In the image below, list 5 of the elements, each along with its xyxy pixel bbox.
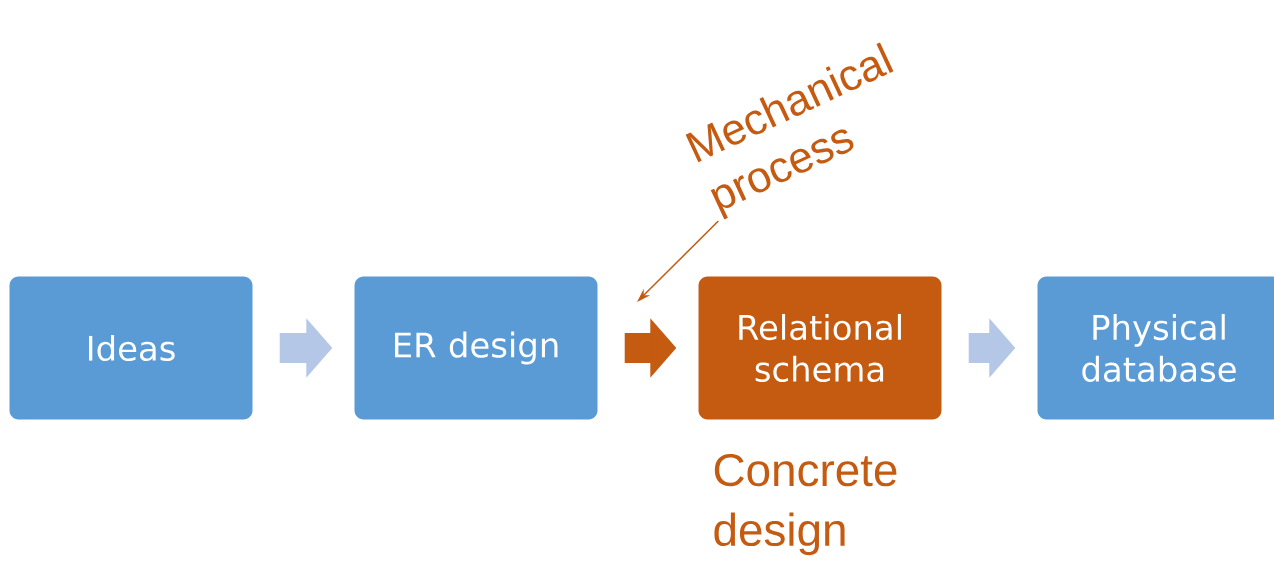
process-box: ER design bbox=[354, 276, 598, 420]
process-box: Physical database bbox=[1037, 276, 1274, 420]
process-box: Ideas bbox=[9, 276, 253, 420]
caption-text: Concrete design bbox=[714, 453, 897, 556]
process-box: Relational schema bbox=[698, 276, 942, 420]
